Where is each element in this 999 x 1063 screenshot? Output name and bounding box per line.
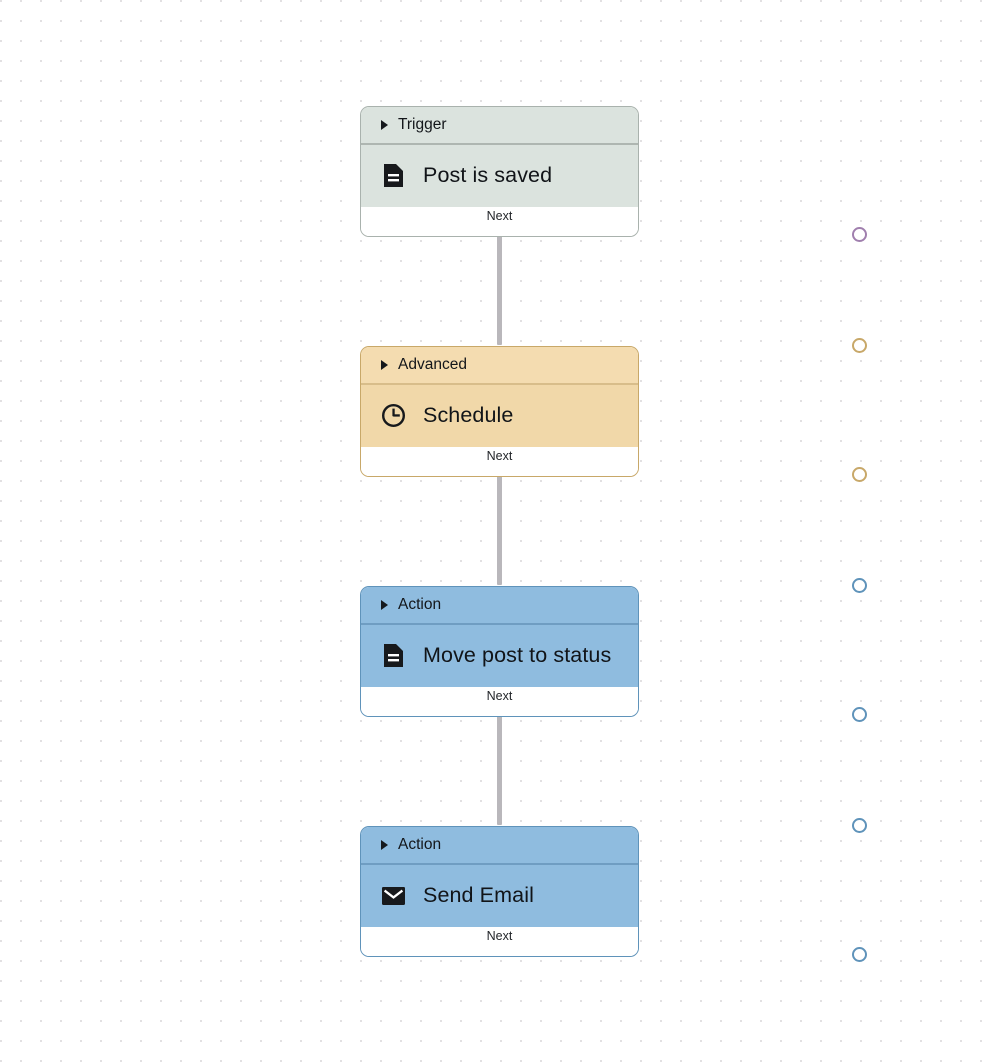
connector-action-move-to-action-email[interactable] bbox=[497, 715, 502, 825]
node-advanced-schedule[interactable]: Advanced Schedule Next bbox=[360, 338, 867, 482]
collapse-triangle-icon[interactable] bbox=[381, 360, 388, 370]
collapse-triangle-icon[interactable] bbox=[381, 600, 388, 610]
input-port[interactable] bbox=[852, 818, 867, 833]
node-header-label: Action bbox=[398, 836, 442, 853]
output-port[interactable] bbox=[852, 227, 867, 242]
node-title: Move post to status bbox=[423, 643, 612, 668]
node-title: Schedule bbox=[423, 403, 514, 428]
node-header[interactable]: Trigger bbox=[361, 107, 638, 143]
node-title: Send Email bbox=[423, 883, 534, 908]
node-footer-label: Next bbox=[486, 208, 513, 223]
node-footer: Next bbox=[361, 926, 638, 956]
node-divider bbox=[361, 623, 638, 625]
node-header[interactable]: Action bbox=[361, 587, 638, 623]
node-footer-label: Next bbox=[486, 448, 513, 463]
node-footer: Next bbox=[361, 446, 638, 476]
node-title: Post is saved bbox=[423, 163, 553, 188]
node-divider bbox=[361, 863, 638, 865]
node-footer: Next bbox=[361, 206, 638, 236]
node-footer-label: Next bbox=[486, 688, 513, 703]
node-footer-label: Next bbox=[486, 928, 513, 943]
input-port[interactable] bbox=[852, 578, 867, 593]
collapse-triangle-icon[interactable] bbox=[381, 120, 388, 130]
node-header-label: Trigger bbox=[398, 116, 447, 133]
document-icon bbox=[381, 643, 406, 668]
node-divider bbox=[361, 383, 638, 385]
node-header-label: Action bbox=[398, 596, 442, 613]
node-divider bbox=[361, 143, 638, 145]
node-body[interactable]: Send Email bbox=[361, 864, 638, 927]
document-icon bbox=[381, 163, 406, 188]
envelope-icon bbox=[381, 883, 406, 908]
output-port[interactable] bbox=[852, 947, 867, 962]
node-action-move-post-to-status[interactable]: Action Move post to status Next bbox=[360, 578, 867, 722]
node-header[interactable]: Advanced bbox=[361, 347, 638, 383]
node-body[interactable]: Schedule bbox=[361, 384, 638, 447]
connector-advanced-to-action-move[interactable] bbox=[497, 475, 502, 585]
collapse-triangle-icon[interactable] bbox=[381, 840, 388, 850]
output-port[interactable] bbox=[852, 707, 867, 722]
node-body[interactable]: Post is saved bbox=[361, 144, 638, 207]
node-trigger-post-is-saved[interactable]: Trigger Post is saved Next bbox=[360, 106, 867, 242]
output-port[interactable] bbox=[852, 467, 867, 482]
node-header-label: Advanced bbox=[398, 356, 467, 373]
node-body[interactable]: Move post to status bbox=[361, 624, 638, 687]
input-port[interactable] bbox=[852, 338, 867, 353]
connector-trigger-to-advanced[interactable] bbox=[497, 235, 502, 345]
node-action-send-email[interactable]: Action Send Email Next bbox=[360, 818, 867, 962]
clock-icon bbox=[381, 403, 406, 428]
node-header[interactable]: Action bbox=[361, 827, 638, 863]
node-footer: Next bbox=[361, 686, 638, 716]
